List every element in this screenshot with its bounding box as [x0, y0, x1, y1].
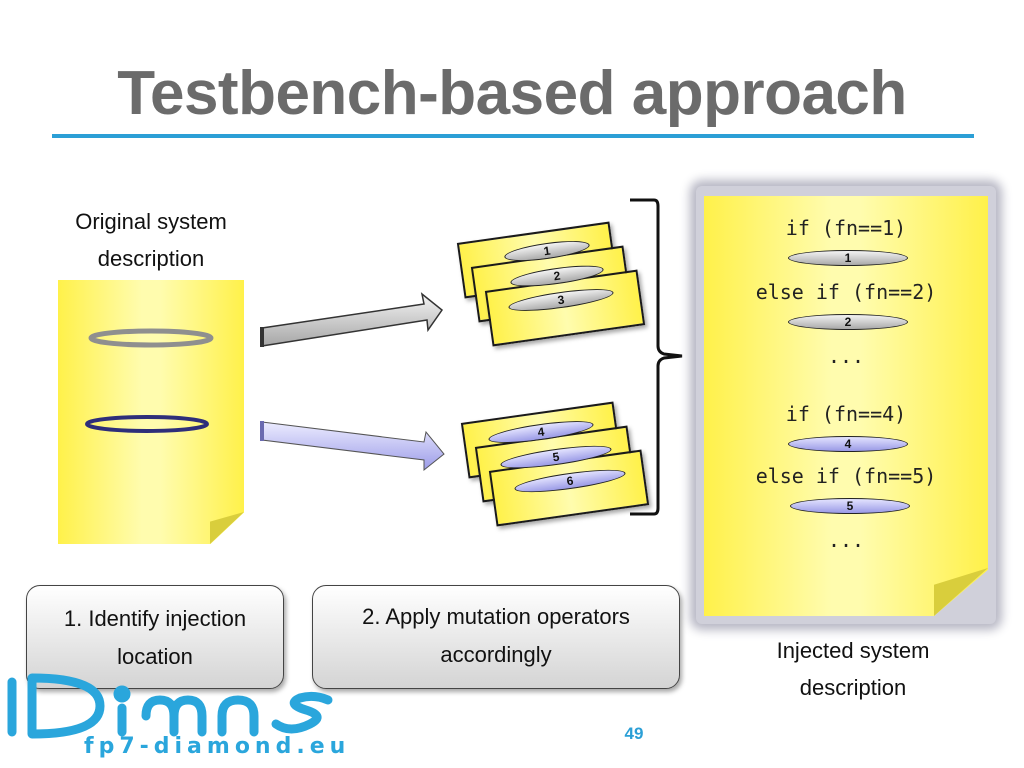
step1-line2: location	[117, 644, 193, 669]
diamond-logo-icon	[7, 673, 333, 739]
blue-arrow	[260, 421, 445, 472]
injected-label-line1: Injected system	[776, 638, 930, 663]
step1-box: 1. Identify injection location	[26, 585, 284, 689]
slide-title: Testbench-based approach	[117, 59, 907, 128]
blue-injection-ring	[85, 415, 209, 433]
code-ellipsis-1: ...	[827, 344, 865, 368]
gray-injection-ring	[88, 328, 214, 348]
original-label-line1: Original system	[75, 209, 227, 234]
step1-line1: 1. Identify injection	[63, 606, 247, 631]
code-pill-4: 4	[788, 436, 908, 452]
title-underline	[52, 134, 974, 138]
code-line-if-fn1: if (fn==1)	[785, 216, 907, 240]
gray-arrow	[260, 292, 444, 347]
step2-line1: 2. Apply mutation operators	[362, 604, 630, 629]
code-pill-1: 1	[788, 250, 908, 266]
code-line-elseif-fn2: else if (fn==2)	[755, 280, 937, 304]
injected-label-line2: description	[799, 675, 907, 700]
original-note-rings	[85, 328, 214, 433]
code-line-elseif-fn5: else if (fn==5)	[755, 464, 937, 488]
step2-box: 2. Apply mutation operators accordingly	[312, 585, 680, 689]
logo-url-text: fp7-diamond.eu	[84, 734, 351, 759]
code-pill-5: 5	[790, 498, 910, 514]
step2-line2: accordingly	[440, 642, 552, 667]
injected-system-note	[704, 196, 988, 616]
code-ellipsis-2: ...	[827, 528, 865, 552]
page-number: 49	[624, 724, 644, 743]
original-system-note	[58, 280, 244, 544]
original-label-line2: description	[97, 246, 205, 271]
grouping-brace	[630, 198, 683, 516]
original-system-label: Original system description	[36, 203, 266, 277]
code-pill-2: 2	[788, 314, 908, 330]
code-line-if-fn4: if (fn==4)	[785, 402, 907, 426]
injected-system-label: Injected system description	[738, 632, 968, 706]
